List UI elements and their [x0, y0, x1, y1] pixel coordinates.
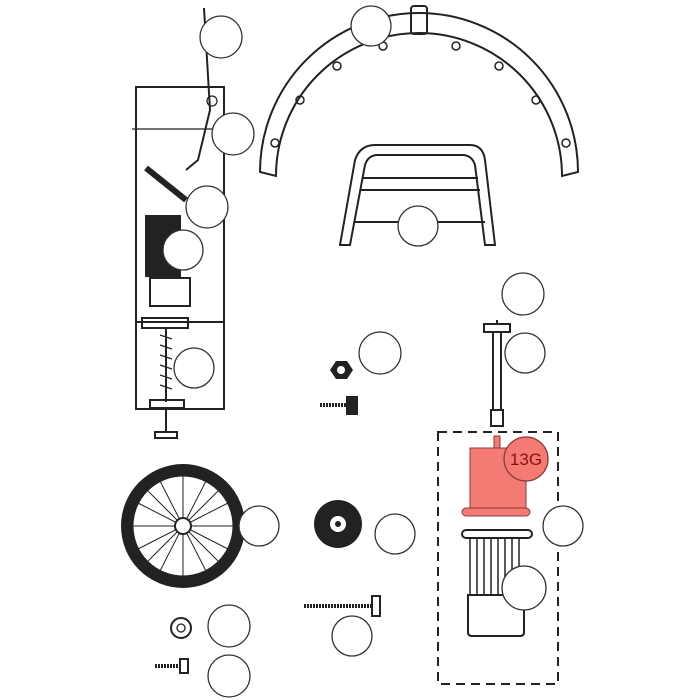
callout-circles: [162, 5, 584, 698]
callout[interactable]: [162, 229, 204, 271]
washer: [170, 617, 192, 639]
callout[interactable]: [207, 604, 251, 648]
callout[interactable]: [504, 332, 546, 374]
wheel: [121, 464, 245, 588]
hex-nut: [330, 361, 353, 379]
small-wheel: [314, 500, 362, 548]
arch-frame: [258, 5, 580, 178]
callout[interactable]: [501, 565, 547, 611]
callout-label: 13G: [510, 450, 542, 469]
callout[interactable]: [238, 505, 280, 547]
long-bolt: [304, 595, 381, 617]
callout[interactable]: [397, 205, 439, 247]
shaft: [483, 320, 511, 427]
callout[interactable]: [331, 615, 373, 657]
callout[interactable]: [350, 5, 392, 47]
callout[interactable]: [185, 185, 229, 229]
callout[interactable]: [542, 505, 584, 547]
assembly-group-box: [437, 431, 559, 685]
callout[interactable]: [374, 513, 416, 555]
callout[interactable]: [199, 15, 243, 59]
short-bolt: [155, 658, 189, 674]
callout[interactable]: [173, 347, 215, 389]
callout[interactable]: [207, 654, 251, 698]
small-bolt: [320, 396, 358, 415]
callout[interactable]: [501, 272, 545, 316]
callout[interactable]: [358, 331, 402, 375]
callout[interactable]: [211, 112, 255, 156]
filter-cartridge: [461, 529, 533, 637]
callout-13g[interactable]: 13G: [503, 436, 549, 482]
